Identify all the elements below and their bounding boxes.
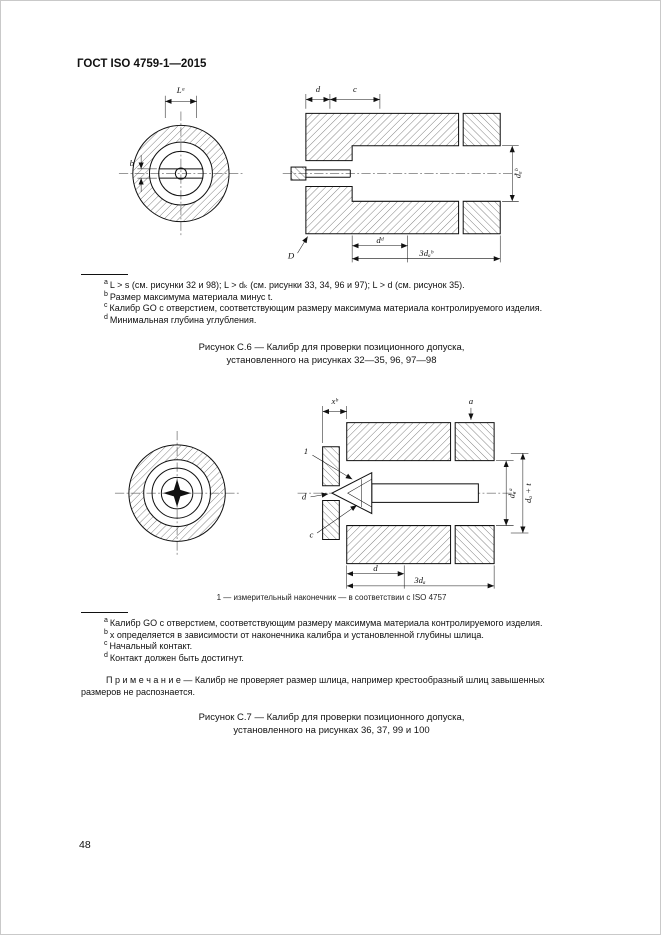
footnote-text: Начальный контакт. xyxy=(109,641,193,651)
dim-label-da-t: dₐ + t xyxy=(523,483,533,503)
footnote-text: Калибр GO с отверстием, соответствующим … xyxy=(109,618,543,628)
item-1-label: 1 xyxy=(304,446,308,456)
c7-cross-recess xyxy=(163,479,191,508)
c6-section-view: d c dₐᵇ dᵈ 3dₐᵇ D xyxy=(282,84,523,263)
footnote-text: Размер максимума материала минус t. xyxy=(109,291,273,302)
c6-blade-pin xyxy=(290,166,307,181)
footnote-marker: d xyxy=(104,651,108,659)
c6-hatched-ring xyxy=(132,125,230,222)
c7-dim-depths: d 3dₐ xyxy=(346,563,495,589)
c6-dim-da: dₐᵇ xyxy=(502,145,523,202)
dim-label-c-contact: c xyxy=(310,530,314,540)
footnote-marker: c xyxy=(104,640,108,647)
dim-label-d-depth: d xyxy=(373,563,378,573)
c7-section-view: 1 d c xᵇ a xyxy=(297,396,533,589)
dim-label-a: a xyxy=(469,396,474,406)
dim-label-da: dₐᵇ xyxy=(513,168,523,178)
footnote-separator xyxy=(81,612,128,613)
dim-label-da: dₐᵃ xyxy=(507,488,517,498)
footnote-marker: a xyxy=(104,617,108,624)
caption-line: установленного на рисунках 36, 37, 99 и … xyxy=(233,725,430,736)
c7-dim-da: dₐᵃ xyxy=(495,460,517,526)
dim-label-depth: dᵈ xyxy=(376,235,383,245)
c7-leader-c: c xyxy=(310,504,358,540)
c6-bushing-lower xyxy=(462,200,501,235)
caption-line: Рисунок С.7 — Калибр для проверки позици… xyxy=(198,712,465,723)
c6-body-lower-wall xyxy=(305,185,460,235)
footnote-text: L > s (см. рисунки 32 и 98); L > dₖ (см.… xyxy=(109,280,465,290)
footnote-marker: c xyxy=(104,302,108,309)
c7-bushing-lower xyxy=(454,525,495,565)
figure-c7-legend: 1 — измерительный наконечник — в соответ… xyxy=(216,593,447,602)
c7-front-view xyxy=(114,431,240,556)
note-paragraph: П р и м е ч а н и е — Калибр не проверяе… xyxy=(81,675,545,697)
dim-label-d-contact: d xyxy=(302,492,307,502)
dim-label-b: b xyxy=(130,158,135,168)
c7-bushing-upper xyxy=(454,422,495,462)
c7-leader-d: d xyxy=(302,492,329,502)
footnote-text: x определяется в зависимости от наконечн… xyxy=(109,629,484,640)
dim-label-3da: 3dₐᵇ xyxy=(418,248,433,258)
footnote-text: Минимальная глубина углубления. xyxy=(109,314,257,325)
footnote-marker: b xyxy=(104,628,108,636)
c6-dim-D: D xyxy=(287,236,308,261)
c6-front-view: Lᵃ b xyxy=(118,85,243,236)
c7-dim-x: xᵇ xyxy=(322,396,347,444)
c6-dim-depths: dᵈ 3dₐᵇ xyxy=(351,235,501,263)
document-header: ГОСТ ISO 4759-1—2015 xyxy=(77,58,207,70)
c7-body-lower-wall xyxy=(346,525,452,565)
footnote-marker: d xyxy=(104,313,108,321)
dim-label-d: d xyxy=(316,84,321,94)
footnote-text: Калибр GO с отверстием, соответствующим … xyxy=(109,303,543,313)
c6-body-upper-wall xyxy=(305,112,460,162)
footnote-marker: a xyxy=(104,279,108,286)
dim-label-L: Lᵃ xyxy=(176,85,185,95)
c7-body-upper-wall xyxy=(346,422,452,462)
c6-dim-L: Lᵃ xyxy=(164,85,197,119)
caption-line: установленного на рисунках 32—35, 96, 97… xyxy=(226,355,437,366)
c6-dim-d-c: d c xyxy=(305,84,381,109)
figure-c6-caption: Рисунок С.6 — Калибр для проверки позици… xyxy=(1,341,660,367)
c7-leader-1: 1 xyxy=(304,446,353,480)
c7-hatched-ring xyxy=(128,444,226,542)
dim-label-D: D xyxy=(287,251,295,261)
c7-leader-a: a xyxy=(468,396,474,420)
c6-bushing-upper xyxy=(462,112,501,147)
caption-line: Рисунок С.6 — Калибр для проверки позици… xyxy=(198,342,465,353)
dim-label-x: xᵇ xyxy=(331,396,339,406)
c6-dim-b: b xyxy=(130,155,157,193)
footnote-marker: b xyxy=(104,290,108,298)
figure-c7-drawing: 1 d c xᵇ a xyxy=(114,396,533,589)
c7-dim-da-t: dₐ + t xyxy=(510,453,533,534)
figure-c6-drawing: Lᵃ b xyxy=(118,84,523,263)
page-number: 48 xyxy=(79,839,91,851)
c7-flange-lower xyxy=(322,500,340,540)
dim-label-3da: 3dₐ xyxy=(413,575,426,585)
figure-c7-caption: Рисунок С.7 — Калибр для проверки позици… xyxy=(1,711,660,737)
c7-gauge-shaft xyxy=(371,483,479,503)
footnote-separator xyxy=(81,274,128,275)
dim-label-c: c xyxy=(353,84,357,94)
footnote-text: Контакт должен быть достигнут. xyxy=(109,652,244,663)
